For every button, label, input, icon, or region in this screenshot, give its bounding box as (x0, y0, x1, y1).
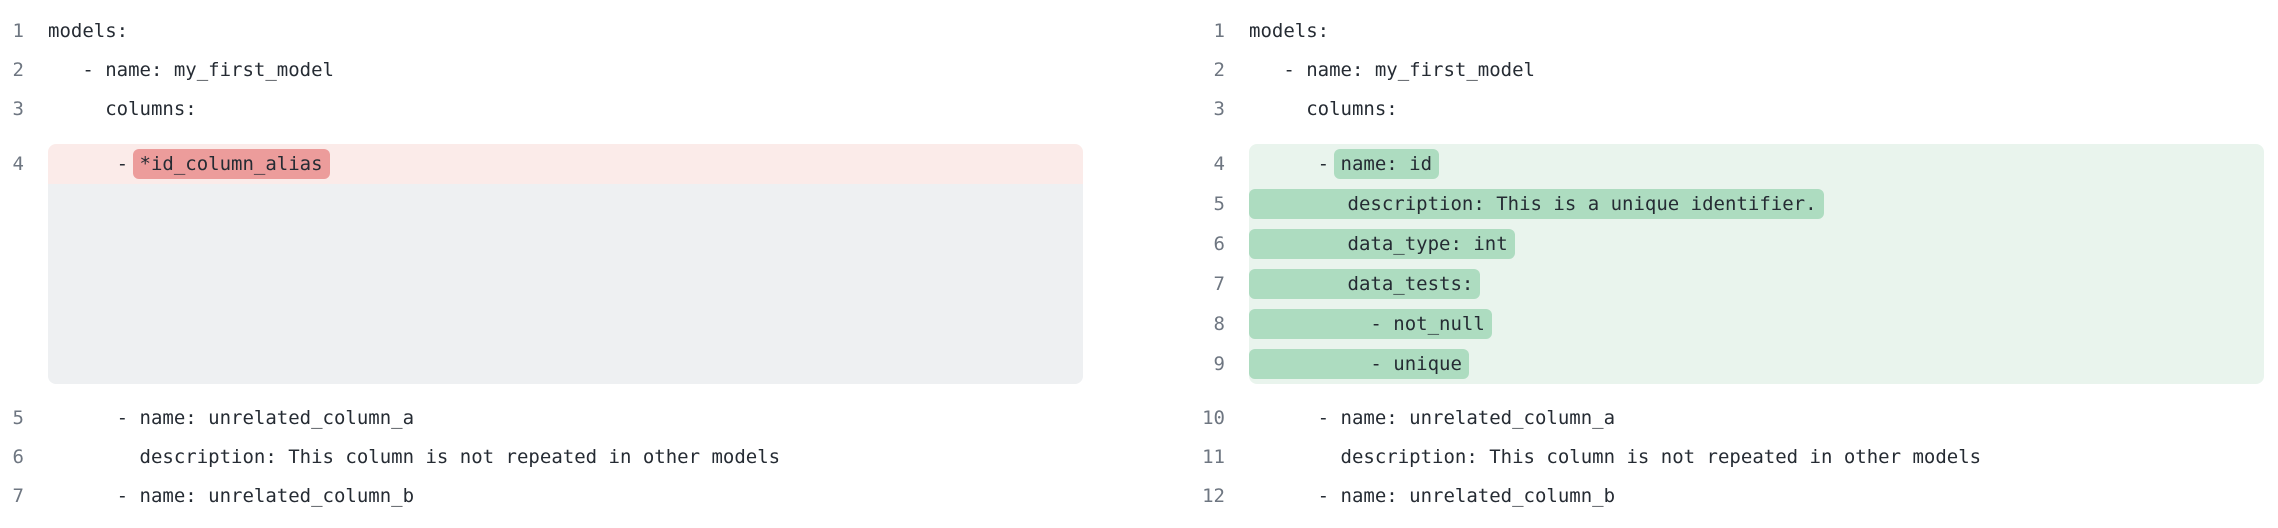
added-line: 4 - name: id (1193, 144, 2264, 184)
added-token: - not_null (1249, 309, 1492, 339)
line-number: 11 (1202, 446, 1225, 468)
line-number: 10 (1202, 407, 1225, 429)
yaml-diff-view: 1 models: 2 - name: my_first_model 3 col… (12, 12, 2264, 516)
code-line: 3 columns: (12, 90, 1083, 129)
code-text: - *id_column_alias (48, 144, 1083, 184)
line-number: 9 (1213, 353, 1225, 375)
added-line: 6 data_type: int (1193, 224, 2264, 264)
code-text: description: This column is not repeated… (48, 446, 781, 468)
added-token: description: This is a unique identifier… (1249, 189, 1824, 219)
line-number: 6 (12, 446, 24, 468)
placeholder-fill (48, 184, 1083, 384)
line-number: 7 (1213, 273, 1225, 295)
code-line: 1 models: (1193, 12, 2264, 51)
code-line: 3 columns: (1193, 90, 2264, 129)
code-text: - name: id (1249, 144, 2264, 184)
removed-token: *id_column_alias (132, 149, 330, 179)
code-line: 2 - name: my_first_model (1193, 51, 2264, 90)
code-text: - name: unrelated_column_a (1249, 407, 1616, 429)
line-number: 6 (1213, 233, 1225, 255)
removed-line: 4 - *id_column_alias (12, 144, 1083, 184)
line-number: 3 (1213, 98, 1225, 120)
line-number: 4 (12, 153, 24, 175)
code-text: description: This column is not repeated… (1249, 446, 1982, 468)
code-text: data_type: int (1249, 224, 2264, 264)
code-text: description: This is a unique identifier… (1249, 184, 2264, 224)
line-number: 7 (12, 485, 24, 507)
line-number: 3 (12, 98, 24, 120)
diff-left-pane: 1 models: 2 - name: my_first_model 3 col… (12, 12, 1083, 516)
removed-change-block: 4 - *id_column_alias (12, 144, 1083, 384)
collapsed-block-placeholder (12, 184, 1083, 384)
line-number: 2 (1213, 59, 1225, 81)
added-change-block: 4 - name: id 5 description: This is a un… (1193, 144, 2264, 384)
code-line: 5 - name: unrelated_column_a (12, 399, 1083, 438)
code-pre-text: - (48, 153, 140, 175)
line-number-empty (12, 184, 48, 384)
line-number: 8 (1213, 313, 1225, 335)
added-line: 8 - not_null (1193, 304, 2264, 344)
added-token: data_tests: (1249, 269, 1481, 299)
diff-right-pane: 1 models: 2 - name: my_first_model 3 col… (1193, 12, 2264, 516)
code-line: 7 - name: unrelated_column_b (12, 477, 1083, 516)
added-line: 9 - unique (1193, 344, 2264, 384)
added-line: 7 data_tests: (1193, 264, 2264, 304)
code-text: models: (1249, 20, 1330, 42)
code-line: 10 - name: unrelated_column_a (1193, 399, 2264, 438)
code-text: - not_null (1249, 304, 2264, 344)
line-number: 12 (1202, 485, 1225, 507)
code-text: - unique (1249, 344, 2264, 384)
line-number: 2 (12, 59, 24, 81)
code-text: models: (48, 20, 129, 42)
code-line: 2 - name: my_first_model (12, 51, 1083, 90)
line-number: 1 (1213, 20, 1225, 42)
line-number: 5 (12, 407, 24, 429)
code-text: - name: unrelated_column_b (48, 485, 415, 507)
line-number: 5 (1213, 193, 1225, 215)
code-text: - name: unrelated_column_b (1249, 485, 1616, 507)
code-pre-text: - (1249, 153, 1341, 175)
code-line: 11 description: This column is not repea… (1193, 438, 2264, 477)
line-number: 1 (12, 20, 24, 42)
code-text: - name: unrelated_column_a (48, 407, 415, 429)
code-line: 1 models: (12, 12, 1083, 51)
added-token: - unique (1249, 349, 1469, 379)
line-number: 4 (1213, 153, 1225, 175)
code-text: columns: (1249, 98, 1398, 120)
code-text: data_tests: (1249, 264, 2264, 304)
added-token: data_type: int (1249, 229, 1515, 259)
added-line: 5 description: This is a unique identifi… (1193, 184, 2264, 224)
added-token: name: id (1333, 149, 1440, 179)
code-text: - name: my_first_model (1249, 59, 1535, 81)
code-line: 6 description: This column is not repeat… (12, 438, 1083, 477)
code-text: columns: (48, 98, 197, 120)
code-text: - name: my_first_model (48, 59, 334, 81)
code-line: 12 - name: unrelated_column_b (1193, 477, 2264, 516)
